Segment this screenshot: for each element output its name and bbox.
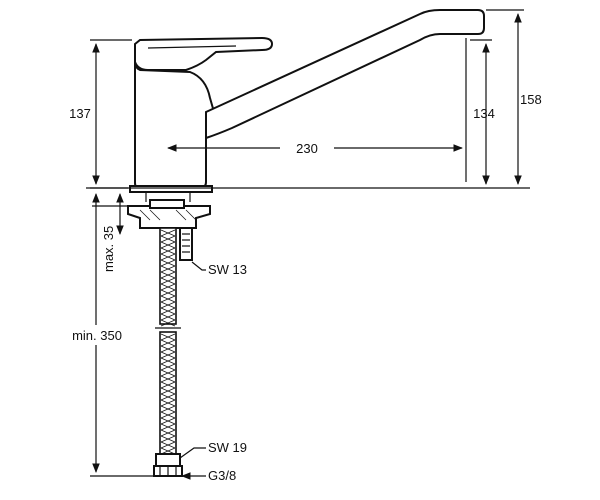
dim-hose-length: min. 350: [62, 193, 154, 477]
thread-label: G3/8: [208, 468, 236, 483]
dim-230-label: 230: [296, 141, 318, 156]
dim-max35-label: max. 35: [101, 226, 116, 272]
hose-connector: [153, 453, 183, 477]
dim-body-height: 137: [69, 39, 132, 189]
callout-g38: G3/8: [181, 468, 236, 483]
dim-overall-height: 158: [514, 13, 542, 185]
nut-sw13: [179, 227, 193, 261]
dim-spout-reach: 230: [167, 38, 467, 182]
dim-137-label: 137: [69, 106, 91, 121]
dim-134-label: 134: [473, 106, 495, 121]
faucet-body: [134, 9, 485, 189]
dim-spout-height: 134: [473, 43, 495, 185]
callout-sw19: SW 19: [179, 440, 247, 459]
dim-max-thickness: max. 35: [92, 193, 128, 272]
sw13-label: SW 13: [208, 262, 247, 277]
mounting-plate: [127, 185, 213, 229]
supply-hose: [155, 227, 181, 455]
lever-handle: [134, 36, 274, 71]
dim-min350-label: min. 350: [72, 328, 122, 343]
sw19-label: SW 19: [208, 440, 247, 455]
callout-sw13: SW 13: [191, 261, 247, 277]
dim-158-label: 158: [520, 92, 542, 107]
